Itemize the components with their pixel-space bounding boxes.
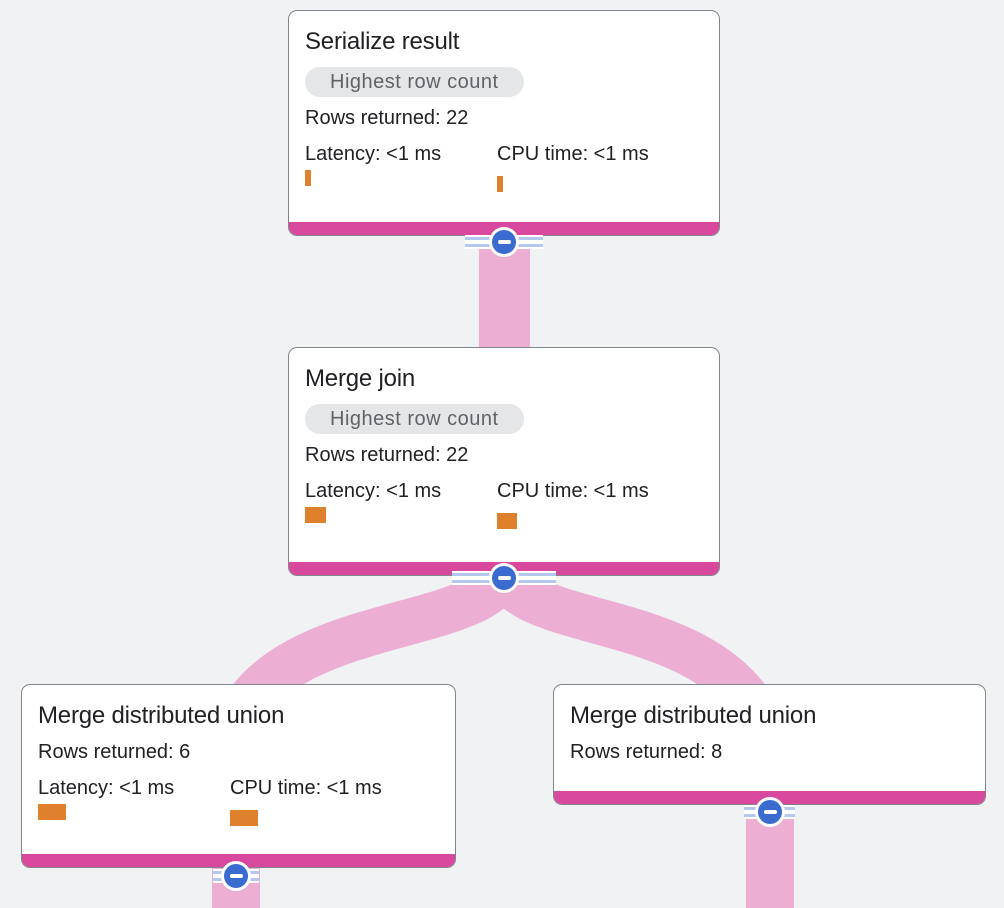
collapse-node-button-serialize-result[interactable] — [489, 227, 519, 257]
cpu-time-metric: CPU time: <1 ms — [497, 143, 689, 192]
rows-returned-label: Rows returned: 22 — [305, 444, 469, 466]
minus-icon — [492, 230, 516, 254]
metrics-row: Latency: <1 ms CPU time: <1 ms — [305, 480, 703, 529]
node-title: Serialize result — [305, 28, 460, 55]
metrics-row: Latency: <1 ms CPU time: <1 ms — [38, 777, 439, 826]
node-title: Merge distributed union — [570, 702, 817, 729]
rows-returned-label: Rows returned: 6 — [38, 741, 191, 763]
minus-icon — [224, 864, 248, 888]
latency-bar — [305, 170, 311, 186]
minus-icon — [758, 800, 782, 824]
latency-bar — [305, 507, 326, 523]
cpu-time-metric: CPU time: <1 ms — [497, 480, 689, 529]
cpu-time-bar — [497, 176, 503, 192]
latency-metric: Latency: <1 ms — [305, 143, 497, 192]
cpu-time-bar — [230, 810, 258, 826]
minus-icon — [492, 566, 516, 590]
node-accent-bar — [22, 854, 455, 867]
plan-node-serialize-result[interactable]: Serialize result Highest row count Rows … — [288, 10, 720, 236]
collapse-node-button-merge-join[interactable] — [489, 563, 519, 593]
metrics-row: Latency: <1 ms CPU time: <1 ms — [305, 143, 703, 192]
collapse-node-button-right-union[interactable] — [755, 797, 785, 827]
latency-metric: Latency: <1 ms — [38, 777, 230, 826]
plan-node-merge-distributed-union-right[interactable]: Merge distributed union Rows returned: 8 — [553, 684, 986, 805]
cpu-time-bar — [497, 513, 517, 529]
latency-bar — [38, 804, 66, 820]
latency-metric: Latency: <1 ms — [305, 480, 497, 529]
node-title: Merge distributed union — [38, 702, 285, 729]
plan-node-merge-join[interactable]: Merge join Highest row count Rows return… — [288, 347, 720, 576]
rows-returned-label: Rows returned: 22 — [305, 107, 469, 129]
highest-row-count-badge: Highest row count — [305, 67, 524, 97]
node-title: Merge join — [305, 365, 416, 392]
plan-node-merge-distributed-union-left[interactable]: Merge distributed union Rows returned: 6… — [21, 684, 456, 868]
rows-returned-label: Rows returned: 8 — [570, 741, 723, 763]
cpu-time-metric: CPU time: <1 ms — [230, 777, 422, 826]
highest-row-count-badge: Highest row count — [305, 404, 524, 434]
collapse-node-button-left-union[interactable] — [221, 861, 251, 891]
